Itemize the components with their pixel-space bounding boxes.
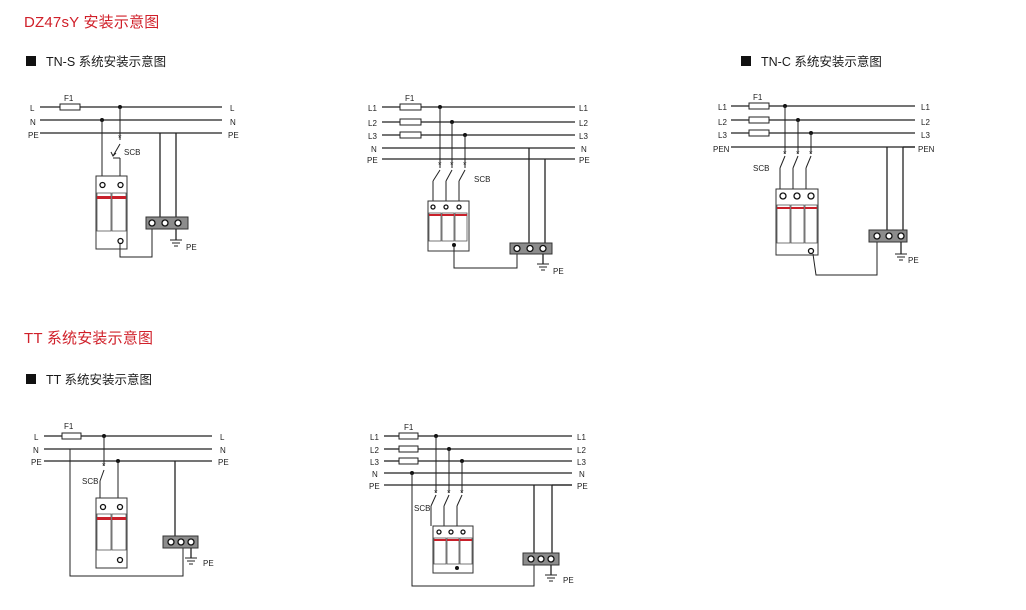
line-label-left: N [33, 446, 39, 455]
line-label-right: PE [218, 458, 229, 467]
line-label-right: L2 [921, 118, 930, 127]
line-label-left: L2 [718, 118, 727, 127]
scb-label: SCB [124, 148, 140, 157]
diagram-tnc: L1 L2 L3 PEN L1 L2 L3 PEN F1 * * * SCB [713, 93, 935, 276]
scb-label: SCB [753, 164, 769, 173]
diagram-tt-three: L1 L2 L3 N PE L1 L2 L3 N PE F1 * * * SCB [369, 423, 588, 587]
line-label-n-left: N [30, 118, 36, 127]
ground-label: PE [563, 576, 574, 585]
line-label-right: L3 [579, 132, 588, 141]
spd-module-3p [775, 188, 819, 256]
line-label-left: PE [31, 458, 42, 467]
line-label-right: L [220, 433, 225, 442]
fuse-label: F1 [405, 94, 415, 103]
tt-heading: TT 系统安装示意图 [26, 369, 152, 388]
line-label-left: L1 [718, 103, 727, 112]
svg-text:*: * [783, 149, 787, 159]
bullet-square-icon [26, 373, 36, 384]
spd-module-3p [432, 525, 474, 574]
svg-text:*: * [809, 149, 813, 159]
ground-label: PE [908, 256, 919, 265]
tnc-heading: TN-C 系统安装示意图 [741, 51, 882, 70]
line-label-left: PE [367, 156, 378, 165]
fuse-label: F1 [753, 93, 763, 102]
spd-module [95, 175, 128, 250]
ground-label: PE [553, 267, 564, 276]
line-label-right: N [579, 470, 585, 479]
line-label-left: N [371, 145, 377, 154]
svg-text:*: * [463, 160, 467, 170]
line-label-right: L1 [579, 104, 588, 113]
ground-label: PE [203, 559, 214, 568]
svg-text:*: * [460, 488, 464, 498]
line-label-right: L3 [577, 458, 586, 467]
line-label-right: PEN [918, 145, 935, 154]
line-label-n-right: N [230, 118, 236, 127]
scb-label: SCB [474, 175, 490, 184]
spd-module-3p [427, 200, 470, 252]
tns-heading-text: TN-S 系统安装示意图 [46, 55, 167, 69]
svg-text:*: * [434, 488, 438, 498]
fuse-symbol [59, 103, 81, 111]
svg-text:*: * [450, 160, 454, 170]
bullet-square-icon [741, 55, 751, 66]
line-label-left: L2 [370, 446, 379, 455]
ground-label: PE [186, 243, 197, 252]
line-label-right: L2 [577, 446, 586, 455]
line-label-left: L3 [718, 131, 727, 140]
line-label-left: N [372, 470, 378, 479]
tt-section-title: TT 系统安装示意图 [24, 330, 154, 347]
line-label-left: L3 [370, 458, 379, 467]
svg-text:*: * [438, 160, 442, 170]
line-label-right: L2 [579, 119, 588, 128]
line-label-pe-left: PE [28, 131, 39, 140]
diagram-tns-single: L N PE L N PE F1 * SCB [28, 94, 239, 258]
line-label-l-right: L [230, 104, 235, 113]
line-label-right: PE [579, 156, 590, 165]
line-label-right: N [220, 446, 226, 455]
tnc-heading-text: TN-C 系统安装示意图 [761, 55, 882, 69]
fuse-label: F1 [404, 423, 414, 432]
line-label-left: L1 [368, 104, 377, 113]
spd-module [95, 497, 128, 569]
line-label-left: L3 [368, 132, 377, 141]
svg-text:*: * [102, 461, 106, 471]
line-label-left: L1 [370, 433, 379, 442]
line-label-right: N [581, 145, 587, 154]
line-label-left: L [34, 433, 39, 442]
line-label-right: L1 [577, 433, 586, 442]
bullet-square-icon [26, 55, 36, 66]
line-label-left: PE [369, 482, 380, 491]
diagram-tns-three: L1 L2 L3 N PE L1 L2 L3 N PE F1 * * * SCB [367, 94, 590, 276]
line-label-right: L1 [921, 103, 930, 112]
main-title: DZ47sY 安装示意图 [24, 14, 160, 31]
line-label-l-left: L [30, 104, 35, 113]
svg-text:*: * [447, 488, 451, 498]
line-label-right: L3 [921, 131, 930, 140]
line-label-left: PEN [713, 145, 730, 154]
svg-text:*: * [796, 149, 800, 159]
scb-label: SCB [414, 504, 430, 513]
svg-text:*: * [118, 133, 122, 143]
fuse-label: F1 [64, 94, 74, 103]
line-label-right: PE [577, 482, 588, 491]
tns-heading: TN-S 系统安装示意图 [26, 51, 166, 70]
line-label-left: L2 [368, 119, 377, 128]
line-label-pe-right: PE [228, 131, 239, 140]
tt-heading-text: TT 系统安装示意图 [46, 373, 153, 387]
fuse-label: F1 [64, 422, 74, 431]
scb-label: SCB [82, 477, 98, 486]
diagram-tt-single: L N PE L N PE F1 * SCB PE [31, 422, 229, 577]
